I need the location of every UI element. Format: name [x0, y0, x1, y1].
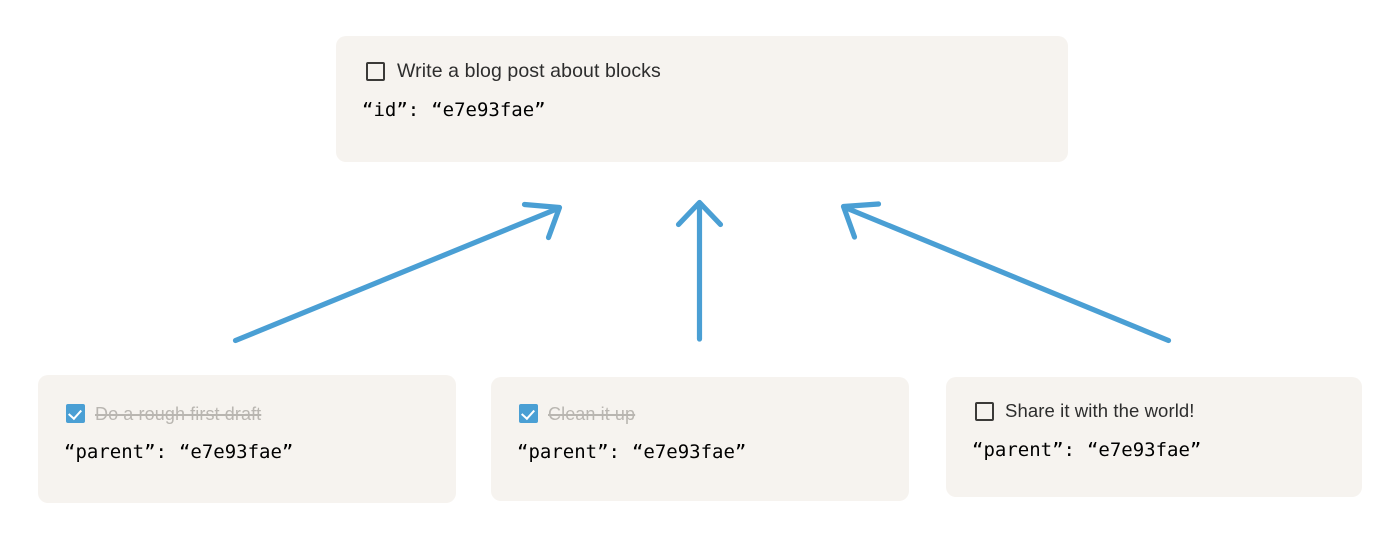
child-2-json-colon: : [608, 441, 620, 463]
child-2-task-row: Clean it up [519, 404, 635, 423]
child-2-task-label: Clean it up [548, 403, 636, 424]
arrow-right-child-to-parent [840, 201, 1172, 344]
child-1-json-key: “parent” [64, 441, 156, 463]
checkbox-unchecked-icon[interactable] [366, 62, 385, 82]
parent-json-colon: : [407, 99, 420, 121]
parent-task-card[interactable]: Write a blog post about blocks “id” : “e… [336, 36, 1068, 162]
checkbox-checked-icon[interactable] [66, 404, 85, 423]
child-3-json-value: “e7e93fae” [1086, 439, 1202, 461]
child-1-json-colon: : [155, 441, 167, 463]
child-2-json-key: “parent” [517, 441, 609, 463]
child-3-task-label: Share it with the world! [1005, 400, 1195, 422]
child-2-json-value: “e7e93fae” [631, 441, 747, 463]
child-1-json-row: “parent” : “e7e93fae” [64, 443, 293, 462]
child-1-task-row: Do a rough first draft [66, 404, 261, 423]
checkbox-unchecked-icon[interactable] [975, 402, 994, 421]
checkbox-checked-icon[interactable] [519, 404, 538, 423]
arrow-left-child-to-parent [232, 201, 563, 344]
arrow-middle-child-to-parent [675, 199, 724, 342]
child-task-card-2[interactable]: Clean it up “parent” : “e7e93fae” [491, 377, 909, 501]
child-3-json-key: “parent” [972, 439, 1064, 461]
child-3-json-colon: : [1063, 439, 1075, 461]
parent-task-row: Write a blog post about blocks [366, 60, 661, 82]
child-2-json-row: “parent” : “e7e93fae” [517, 443, 746, 462]
child-3-task-row: Share it with the world! [975, 402, 1195, 421]
parent-json-row: “id” : “e7e93fae” [362, 101, 546, 120]
child-task-card-3[interactable]: Share it with the world! “parent” : “e7e… [946, 377, 1362, 497]
parent-json-key: “id” [362, 99, 408, 121]
child-task-card-1[interactable]: Do a rough first draft “parent” : “e7e93… [38, 375, 456, 503]
child-3-json-row: “parent” : “e7e93fae” [972, 441, 1201, 460]
parent-json-value: “e7e93fae” [431, 99, 546, 121]
parent-task-label: Write a blog post about blocks [397, 60, 661, 82]
child-1-json-value: “e7e93fae” [178, 441, 294, 463]
child-1-task-label: Do a rough first draft [95, 403, 262, 424]
